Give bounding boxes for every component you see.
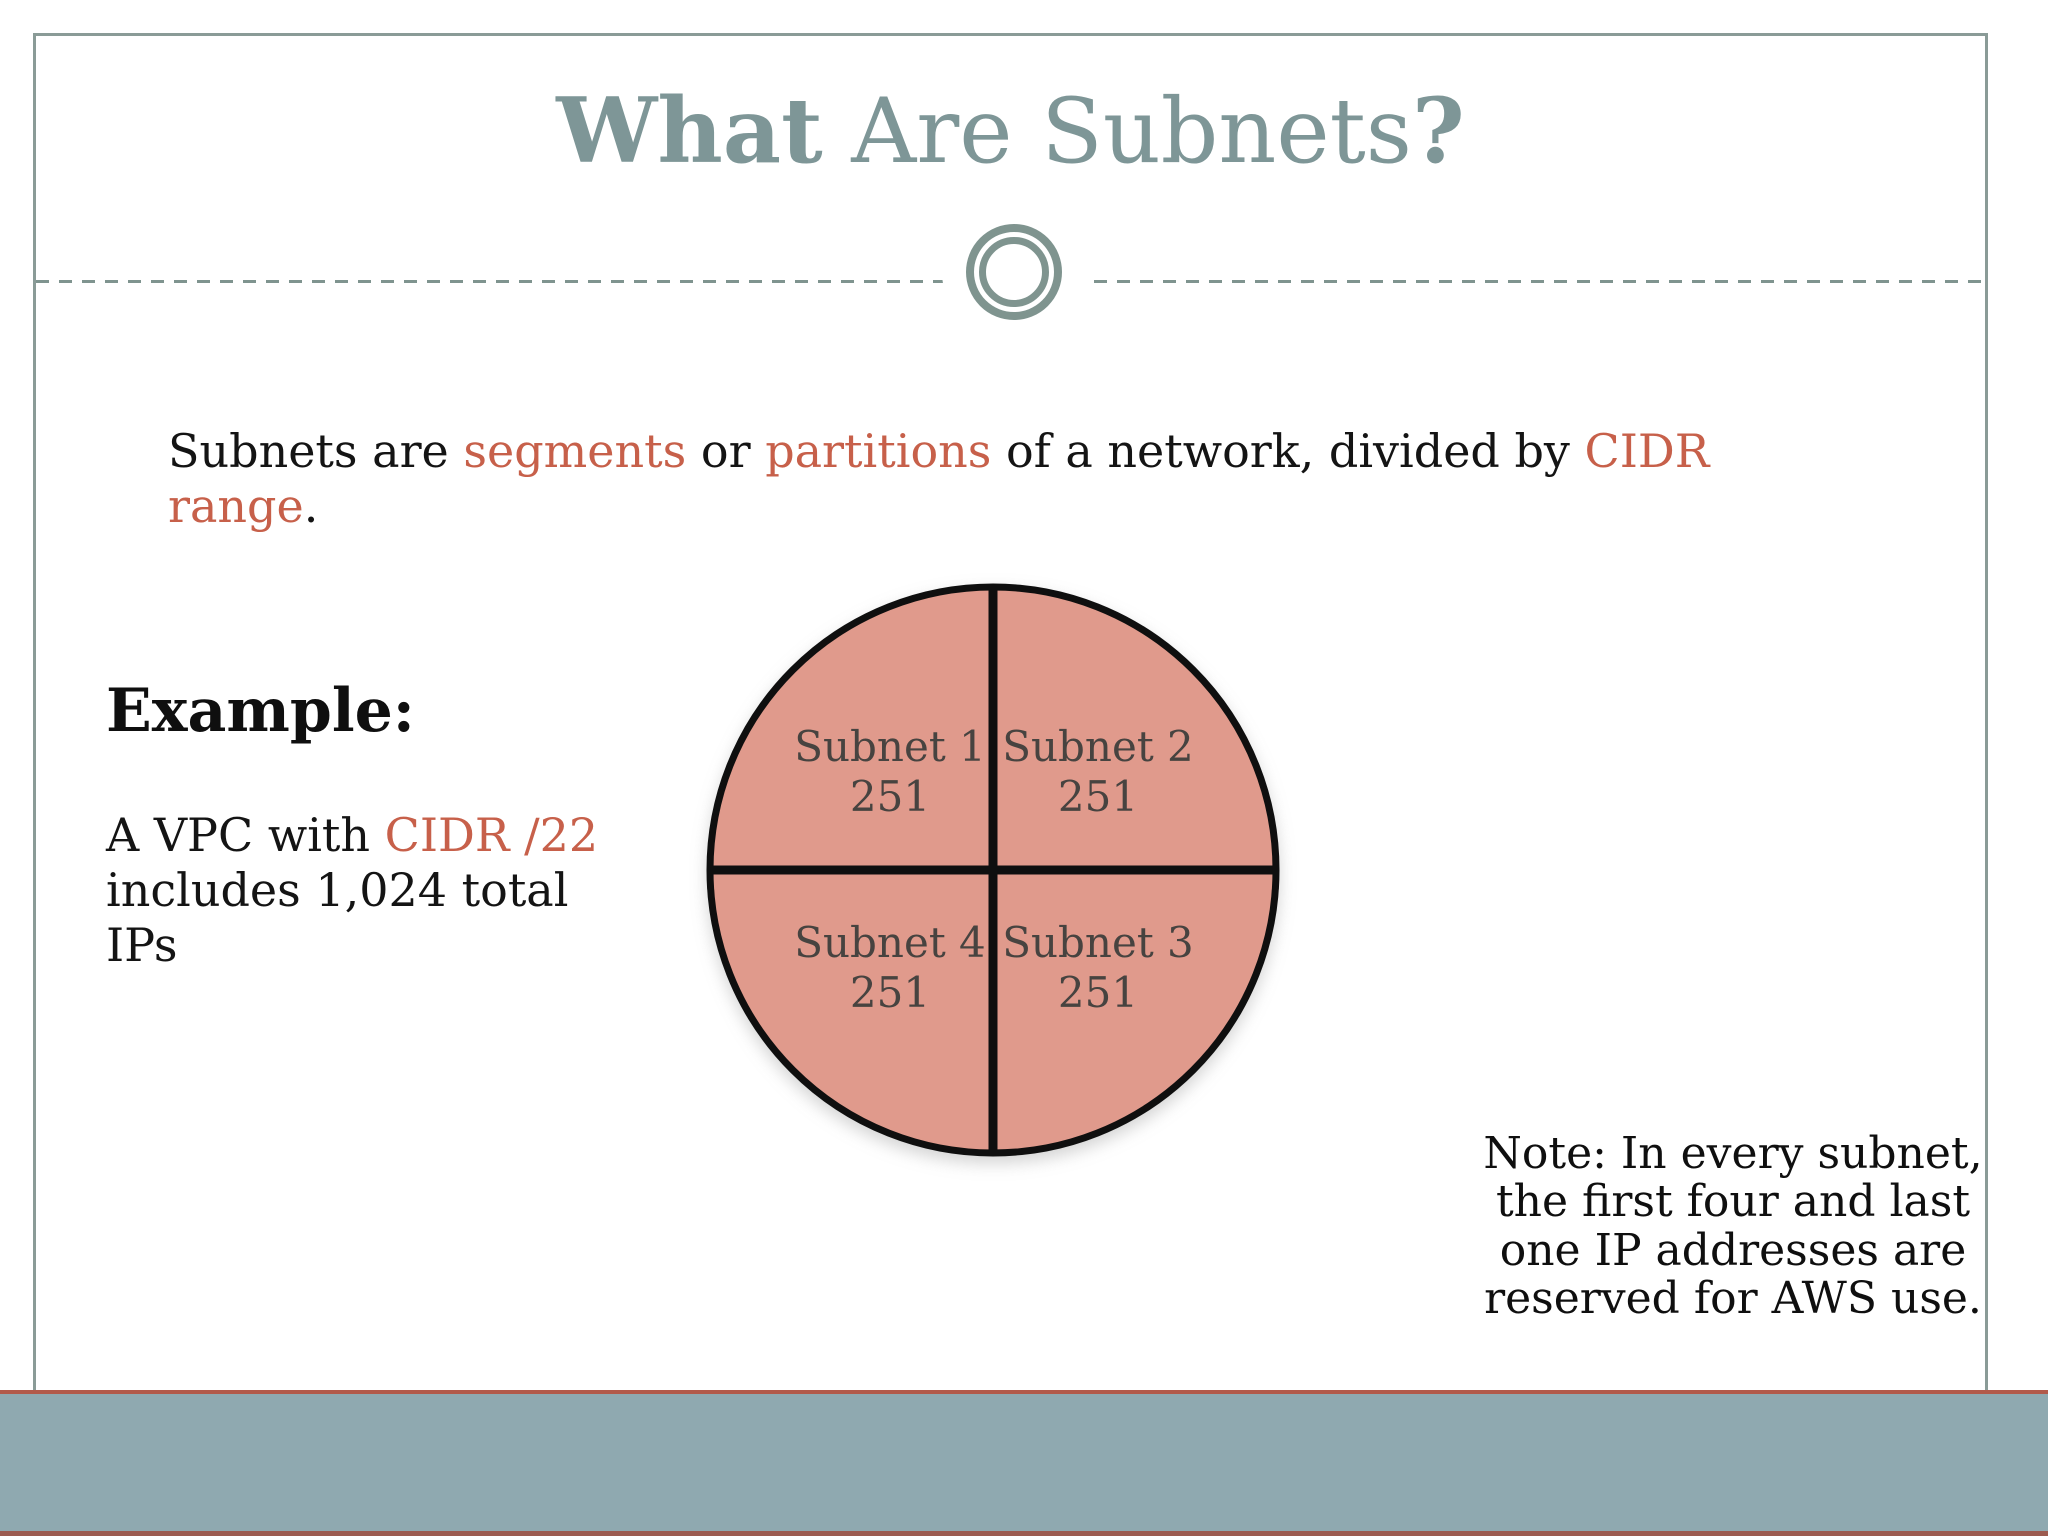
intro-sentence: Subnets are segments or partitions of a … <box>168 424 1848 534</box>
pie-circle-graphic <box>706 583 1280 1157</box>
subnet-ip-count: 251 <box>849 968 931 1017</box>
intro-text: or <box>686 424 766 478</box>
subnet-ip-count: 251 <box>1057 772 1139 821</box>
subnet-name: Subnet 1 <box>794 721 986 771</box>
example-highlight-cidr-22: CIDR /22 <box>384 808 599 862</box>
example-text: A VPC with <box>106 808 385 862</box>
note-line: reserved for AWS use. <box>1484 1273 1982 1325</box>
subnet-pie-diagram: Subnet 1 251 Subnet 2 251 Subnet 3 251 S… <box>693 570 1293 1170</box>
title-regular: Are Subnets <box>822 79 1412 184</box>
pie-quadrant-subnet-1: Subnet 1 251 <box>750 720 1030 824</box>
note-line: Note: In every subnet, <box>1483 1128 1983 1179</box>
example-text-line2: includes 1,024 total IPs <box>106 863 569 973</box>
slide-title: What Are Subnets? <box>33 84 1988 180</box>
intro-highlight-partitions: partitions <box>765 424 992 478</box>
title-bold-lead: What <box>556 78 823 184</box>
pie-quadrant-subnet-4: Subnet 4 251 <box>750 916 1030 1020</box>
subnet-ip-count: 251 <box>1057 968 1139 1017</box>
example-heading: Example: <box>106 676 415 746</box>
subnet-name: Subnet 2 <box>1002 721 1194 771</box>
aws-reserved-note: Note: In every subnet, the first four an… <box>1453 1128 2013 1325</box>
intro-highlight-segments: segments <box>463 424 687 478</box>
intro-text: . <box>303 479 319 534</box>
footer-accent-bar <box>0 1390 2048 1536</box>
note-line: one IP addresses are <box>1499 1224 1967 1276</box>
intro-text: Subnets are <box>168 424 464 478</box>
subnet-name: Subnet 3 <box>1002 917 1194 967</box>
title-bold-tail: ? <box>1411 78 1465 184</box>
double-circle-ornament-icon <box>966 224 1062 320</box>
intro-highlight-cidr-range: CIDR range <box>168 424 1710 534</box>
pie-quadrant-subnet-3: Subnet 3 251 <box>958 916 1238 1020</box>
note-line: the first four and last <box>1495 1176 1971 1228</box>
slide-frame <box>33 33 1988 1390</box>
pie-quadrant-subnet-2: Subnet 2 251 <box>958 720 1238 824</box>
subnet-ip-count: 251 <box>849 772 931 821</box>
intro-text: of a network, divided by <box>991 424 1585 478</box>
subnet-name: Subnet 4 <box>794 917 986 967</box>
